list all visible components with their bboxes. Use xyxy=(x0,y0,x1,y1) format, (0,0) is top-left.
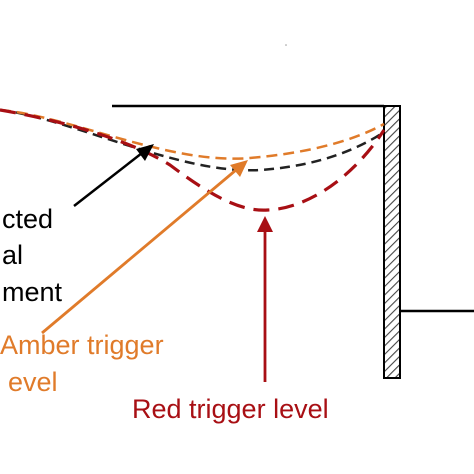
red-trigger-label: Red trigger level xyxy=(132,394,329,424)
amber-arrowhead xyxy=(230,160,248,177)
amber-trigger-curve xyxy=(0,108,385,160)
speck-dot xyxy=(285,44,287,46)
red-arrowhead xyxy=(257,216,273,232)
retaining-wall xyxy=(383,105,401,379)
predicted-label-line1: cted xyxy=(2,204,53,234)
predicted-arrowhead xyxy=(136,144,154,161)
predicted-arrow-shaft xyxy=(73,152,143,207)
amber-label-line1: Amber trigger xyxy=(0,330,164,360)
predicted-label-line2: al xyxy=(2,240,23,270)
amber-label-line2: evel xyxy=(8,367,58,397)
predicted-deflection-curve xyxy=(0,108,385,172)
predicted-label-line3: ment xyxy=(2,277,63,307)
amber-arrow-shaft xyxy=(41,168,237,335)
red-trigger-curve xyxy=(0,108,386,212)
